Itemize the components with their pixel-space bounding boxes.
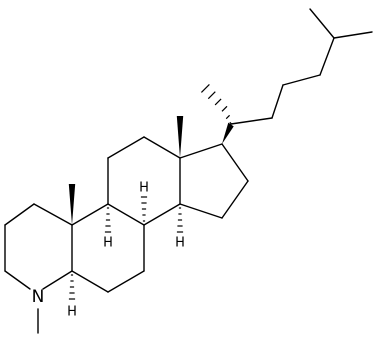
bond-c16-c15 bbox=[221, 180, 249, 219]
bond-c17-c16 bbox=[221, 143, 249, 182]
bond-c6-c5 bbox=[71, 270, 109, 293]
bond-n4-c5 bbox=[42, 270, 73, 290]
hash-h9 bbox=[104, 207, 112, 233]
atom-label-h9: H bbox=[103, 236, 113, 251]
hash-h14 bbox=[176, 207, 184, 233]
hash-h8 bbox=[140, 196, 148, 222]
wedge-c10-methyl bbox=[68, 184, 76, 225]
bond-c14-c8 bbox=[143, 203, 181, 226]
ring-c bbox=[107, 136, 181, 226]
bond-c10-c1 bbox=[33, 203, 73, 226]
bond-c9-c8 bbox=[107, 203, 145, 226]
bond-c11-c12 bbox=[107, 136, 145, 159]
wedge-c13-methyl bbox=[176, 116, 184, 158]
bond-c15-c14 bbox=[179, 203, 223, 219]
bond-c25-c26 bbox=[333, 31, 373, 39]
bond-c22-c23 bbox=[271, 84, 284, 119]
atom-label-n4: N bbox=[32, 287, 45, 307]
atom-label-h14: H bbox=[175, 236, 185, 251]
bond-c20-c22 bbox=[230, 117, 273, 125]
bond-c7-c6 bbox=[107, 270, 145, 293]
bond-c12-c13 bbox=[143, 136, 181, 159]
bond-c3-n4 bbox=[4, 270, 31, 290]
wedge-c17-c20 bbox=[222, 122, 234, 144]
hash-c20-methyl bbox=[200, 83, 232, 125]
hash-h5 bbox=[68, 274, 76, 300]
side-chain bbox=[230, 8, 373, 125]
bond-c13-c17 bbox=[179, 143, 223, 159]
atom-label-h8: H bbox=[139, 181, 149, 196]
atom-label-h5: H bbox=[67, 305, 77, 320]
bond-c1-c2 bbox=[4, 203, 35, 226]
ring-a bbox=[4, 203, 73, 290]
bond-c23-c24 bbox=[282, 74, 321, 86]
ring-d bbox=[179, 143, 249, 219]
bond-c10-c9 bbox=[71, 203, 109, 226]
bond-c24-c25 bbox=[319, 37, 335, 76]
ring-b bbox=[71, 203, 145, 293]
bond-c25-c27 bbox=[309, 8, 335, 39]
